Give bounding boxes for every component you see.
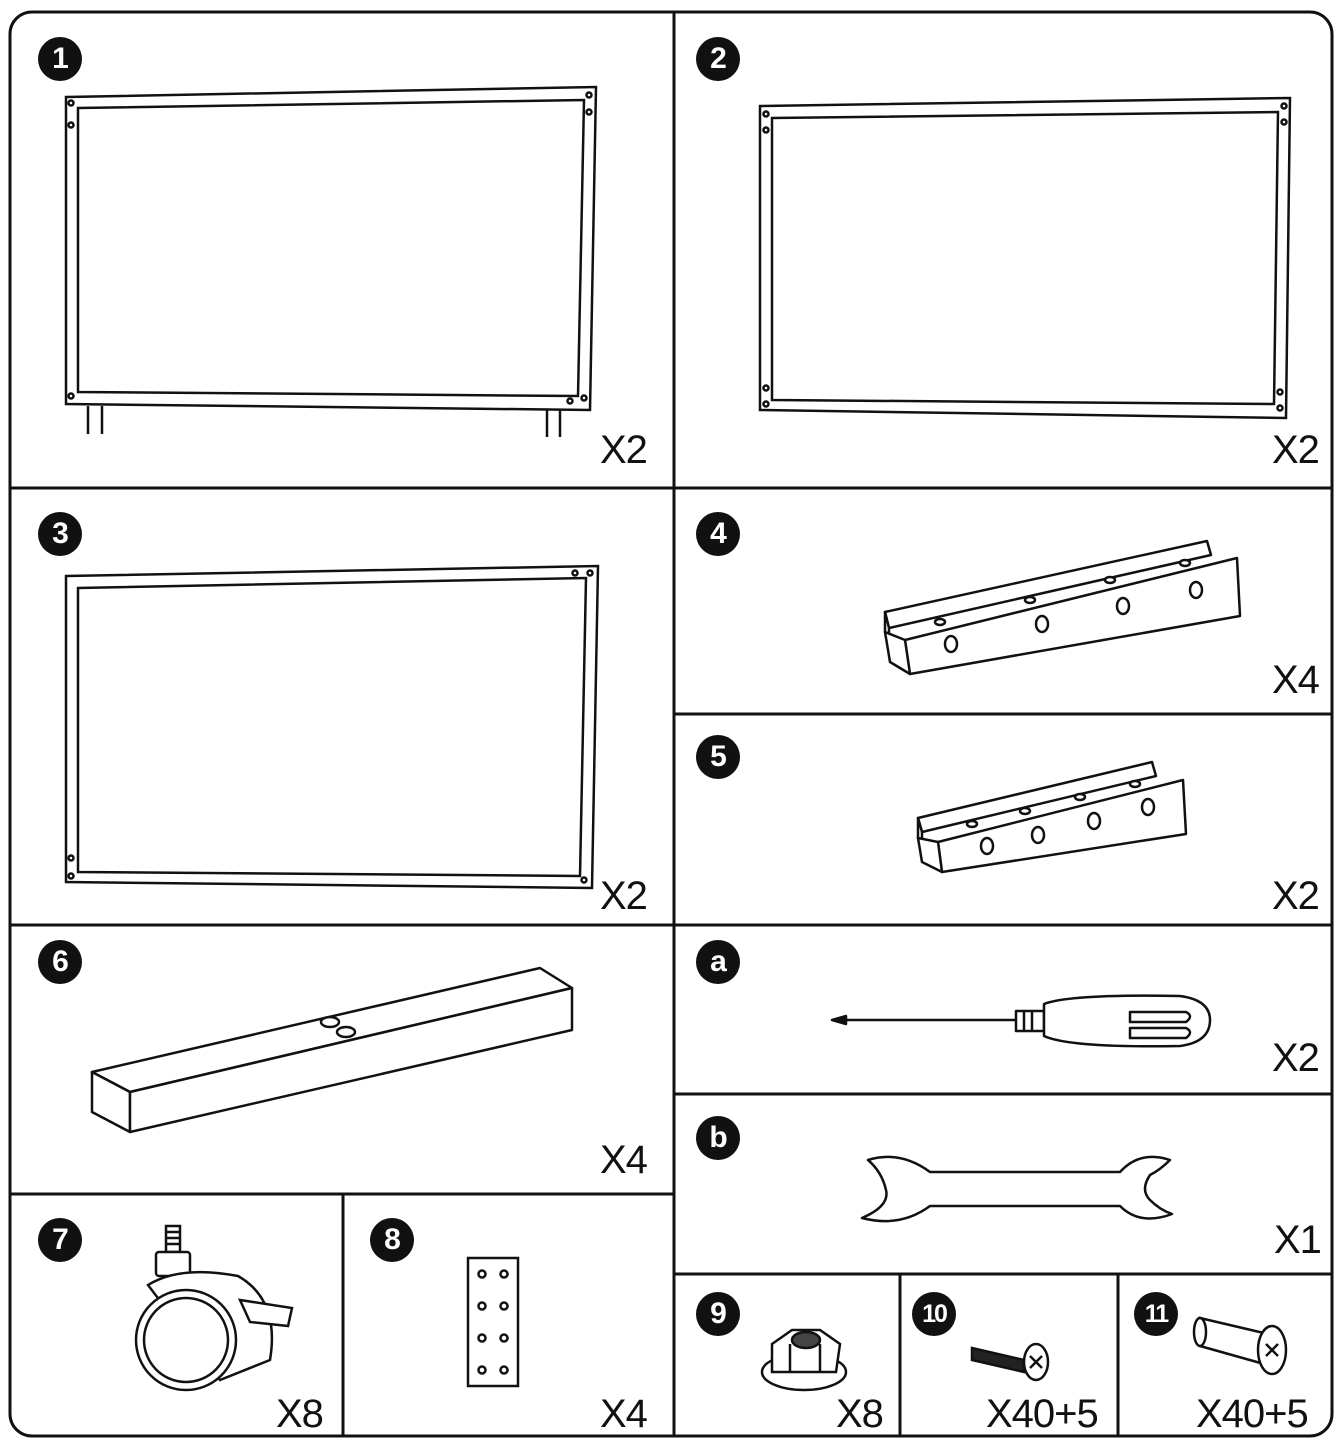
frame-panel-icon [64,564,600,890]
quantity-label: X2 [1272,874,1320,918]
part-number-badge: 1 [38,37,82,81]
barrel-bolt-icon [1192,1316,1288,1376]
screw-icon [970,1342,1050,1382]
part-number-badge: 10 [912,1292,956,1336]
quantity-label: X40+5 [986,1392,1099,1436]
part-number-badge: 9 [696,1292,740,1336]
part-number-badge: 6 [38,940,82,984]
square-beam-icon [90,966,574,1134]
part-number-badge: 5 [696,735,740,779]
hex-flange-nut-icon [760,1328,848,1392]
frame-panel-with-legs-icon [64,85,598,437]
caster-wheel-icon [134,1224,294,1392]
quantity-label: X4 [600,1392,648,1436]
quantity-label: X2 [600,428,648,472]
part-number-badge: 4 [696,512,740,556]
part-number-badge: 11 [1134,1292,1178,1336]
u-channel-bracket-icon [883,539,1242,676]
quantity-label: X40+5 [1196,1392,1309,1436]
screwdriver-icon [830,994,1212,1048]
part-number-badge: 2 [696,37,740,81]
connector-plate-icon [466,1256,520,1388]
sheet-border [8,10,1334,1438]
u-channel-bracket-icon [916,760,1188,874]
quantity-label: X2 [1272,1036,1320,1080]
quantity-label: X2 [600,874,648,918]
part-number-badge: 8 [370,1218,414,1262]
quantity-label: X2 [1272,428,1320,472]
frame-panel-icon [758,96,1292,420]
quantity-label: X4 [1272,658,1320,702]
part-number-badge: b [696,1116,740,1160]
quantity-label: X4 [600,1138,648,1182]
quantity-label: X8 [276,1392,324,1436]
part-number-badge: a [696,940,740,984]
part-number-badge: 7 [38,1218,82,1262]
quantity-label: X8 [836,1392,884,1436]
part-number-badge: 3 [38,512,82,556]
wrench-icon [860,1155,1174,1223]
quantity-label: X1 [1274,1218,1322,1262]
